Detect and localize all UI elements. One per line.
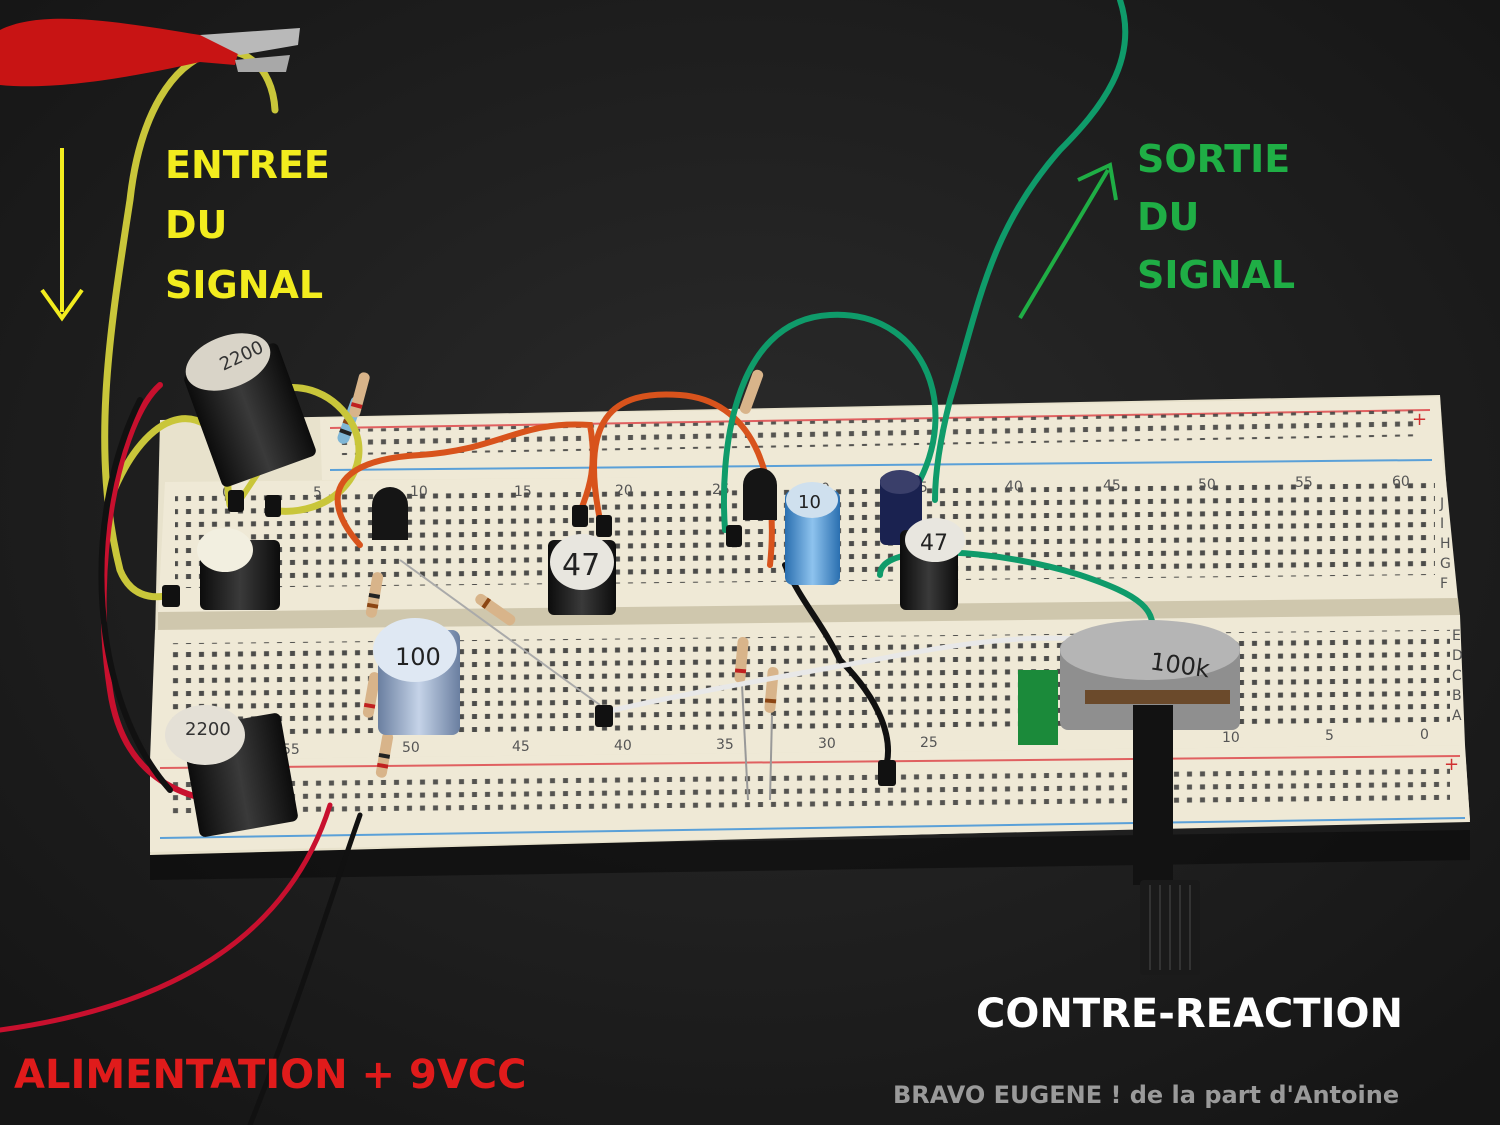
col-number-top: 45 <box>1103 478 1121 494</box>
capacitor-47-left-upper <box>197 528 280 610</box>
output-signal-label: SORTIE DU SIGNAL <box>1137 137 1296 297</box>
transistors <box>372 468 777 540</box>
col-number-bottom: 5 <box>1325 728 1334 744</box>
row-letter: C <box>1452 668 1462 684</box>
col-number-top: 20 <box>615 483 633 499</box>
col-number-bottom: 0 <box>1420 727 1429 743</box>
rail-plus-sign: + <box>1444 754 1459 775</box>
capacitor-100: 100 <box>373 618 460 735</box>
capacitor-47-right: 47 <box>900 518 965 610</box>
power-supply-label: ALIMENTATION + 9VCC <box>14 1052 527 1098</box>
col-number-bottom: 30 <box>818 736 836 752</box>
rail-plus-sign: + <box>1412 409 1427 430</box>
black-ground-wire <box>98 397 173 793</box>
col-number-top: 55 <box>1295 475 1313 491</box>
capacitors: 2200 2200 47 100 10 <box>165 333 965 837</box>
red-supply-lead <box>0 802 333 1033</box>
capacitor-label: 47 <box>920 531 948 556</box>
potentiometer: 100k <box>1018 620 1240 975</box>
col-number-bottom: 40 <box>614 738 632 754</box>
wire-ends <box>162 490 896 786</box>
row-letter: D <box>1452 648 1463 664</box>
capacitor-2200-bottom: 2200 <box>165 705 298 837</box>
output-arrow <box>1018 168 1110 320</box>
col-number-top: 10 <box>410 484 428 500</box>
col-number-bottom: 50 <box>402 740 420 756</box>
alligator-clip <box>0 18 300 87</box>
col-number-top: 40 <box>1005 479 1023 495</box>
col-number-top: 15 <box>514 484 532 500</box>
capacitor-label: 47 <box>562 548 600 583</box>
breadboard-markings: 0 5 10 15 20 25 30 35 40 45 50 55 60 55 … <box>222 409 1463 775</box>
annotation-arrows <box>40 148 1118 322</box>
breadboard <box>150 395 1470 855</box>
col-number-bottom: 25 <box>920 735 938 751</box>
capacitor-label: 2200 <box>185 719 231 740</box>
black-jumper-wire <box>782 562 891 773</box>
capacitor-2200-top: 2200 <box>184 333 316 487</box>
col-number-top: 5 <box>313 485 322 501</box>
green-output-wire <box>932 0 1129 503</box>
col-number-top: 60 <box>1392 474 1410 490</box>
row-letter: H <box>1440 536 1451 552</box>
black-supply-lead <box>247 812 363 1125</box>
row-letter: E <box>1452 628 1461 644</box>
row-letter: J <box>1439 496 1444 512</box>
capacitor-label: 100 <box>395 643 441 671</box>
col-number-bottom: 35 <box>716 737 734 753</box>
row-letter: G <box>1440 556 1451 572</box>
credit-text: BRAVO EUGENE ! de la part d'Antoine <box>893 1081 1400 1109</box>
row-letter: B <box>1452 688 1462 704</box>
row-letter: I <box>1440 516 1444 532</box>
capacitor-label: 10 <box>798 492 821 513</box>
col-number-top: 50 <box>1198 477 1216 493</box>
white-wire <box>602 635 1093 715</box>
input-signal-label: ENTREE DU SIGNAL <box>165 143 330 307</box>
capacitor-47-center: 47 <box>548 534 616 615</box>
feedback-label: CONTRE-REACTION <box>976 991 1403 1037</box>
row-letter: F <box>1440 576 1448 592</box>
capacitor-10: 10 <box>785 482 840 585</box>
col-number-bottom: 45 <box>512 739 530 755</box>
col-number-bottom: 10 <box>1222 730 1240 746</box>
row-letter: A <box>1452 708 1462 724</box>
